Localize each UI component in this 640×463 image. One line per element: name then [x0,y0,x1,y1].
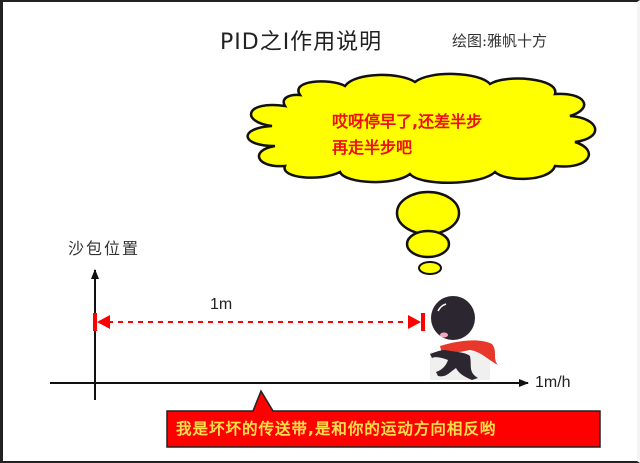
running-stick-figure-icon [430,296,498,380]
thought-line-1: 哎呀停早了,还差半步 [332,112,483,131]
x-axis-label: 1m/h [535,374,571,391]
thought-line-2: 再走半步吧 [332,138,413,157]
callout-text: 我是坏坏的传送带,是和你的运动方向相反哟 [176,420,497,438]
author-credit: 绘图:雅帆十方 [452,32,548,50]
distance-arrow [93,313,425,331]
conveyor-callout [166,389,601,448]
y-axis-label: 沙包位置 [68,239,141,258]
distance-label: 1m [210,296,233,313]
page-title: PID之I作用说明 [220,30,383,55]
thought-bubble-text: 哎呀停早了,还差半步 再走半步吧 [332,109,482,161]
thought-cloud [246,72,597,275]
